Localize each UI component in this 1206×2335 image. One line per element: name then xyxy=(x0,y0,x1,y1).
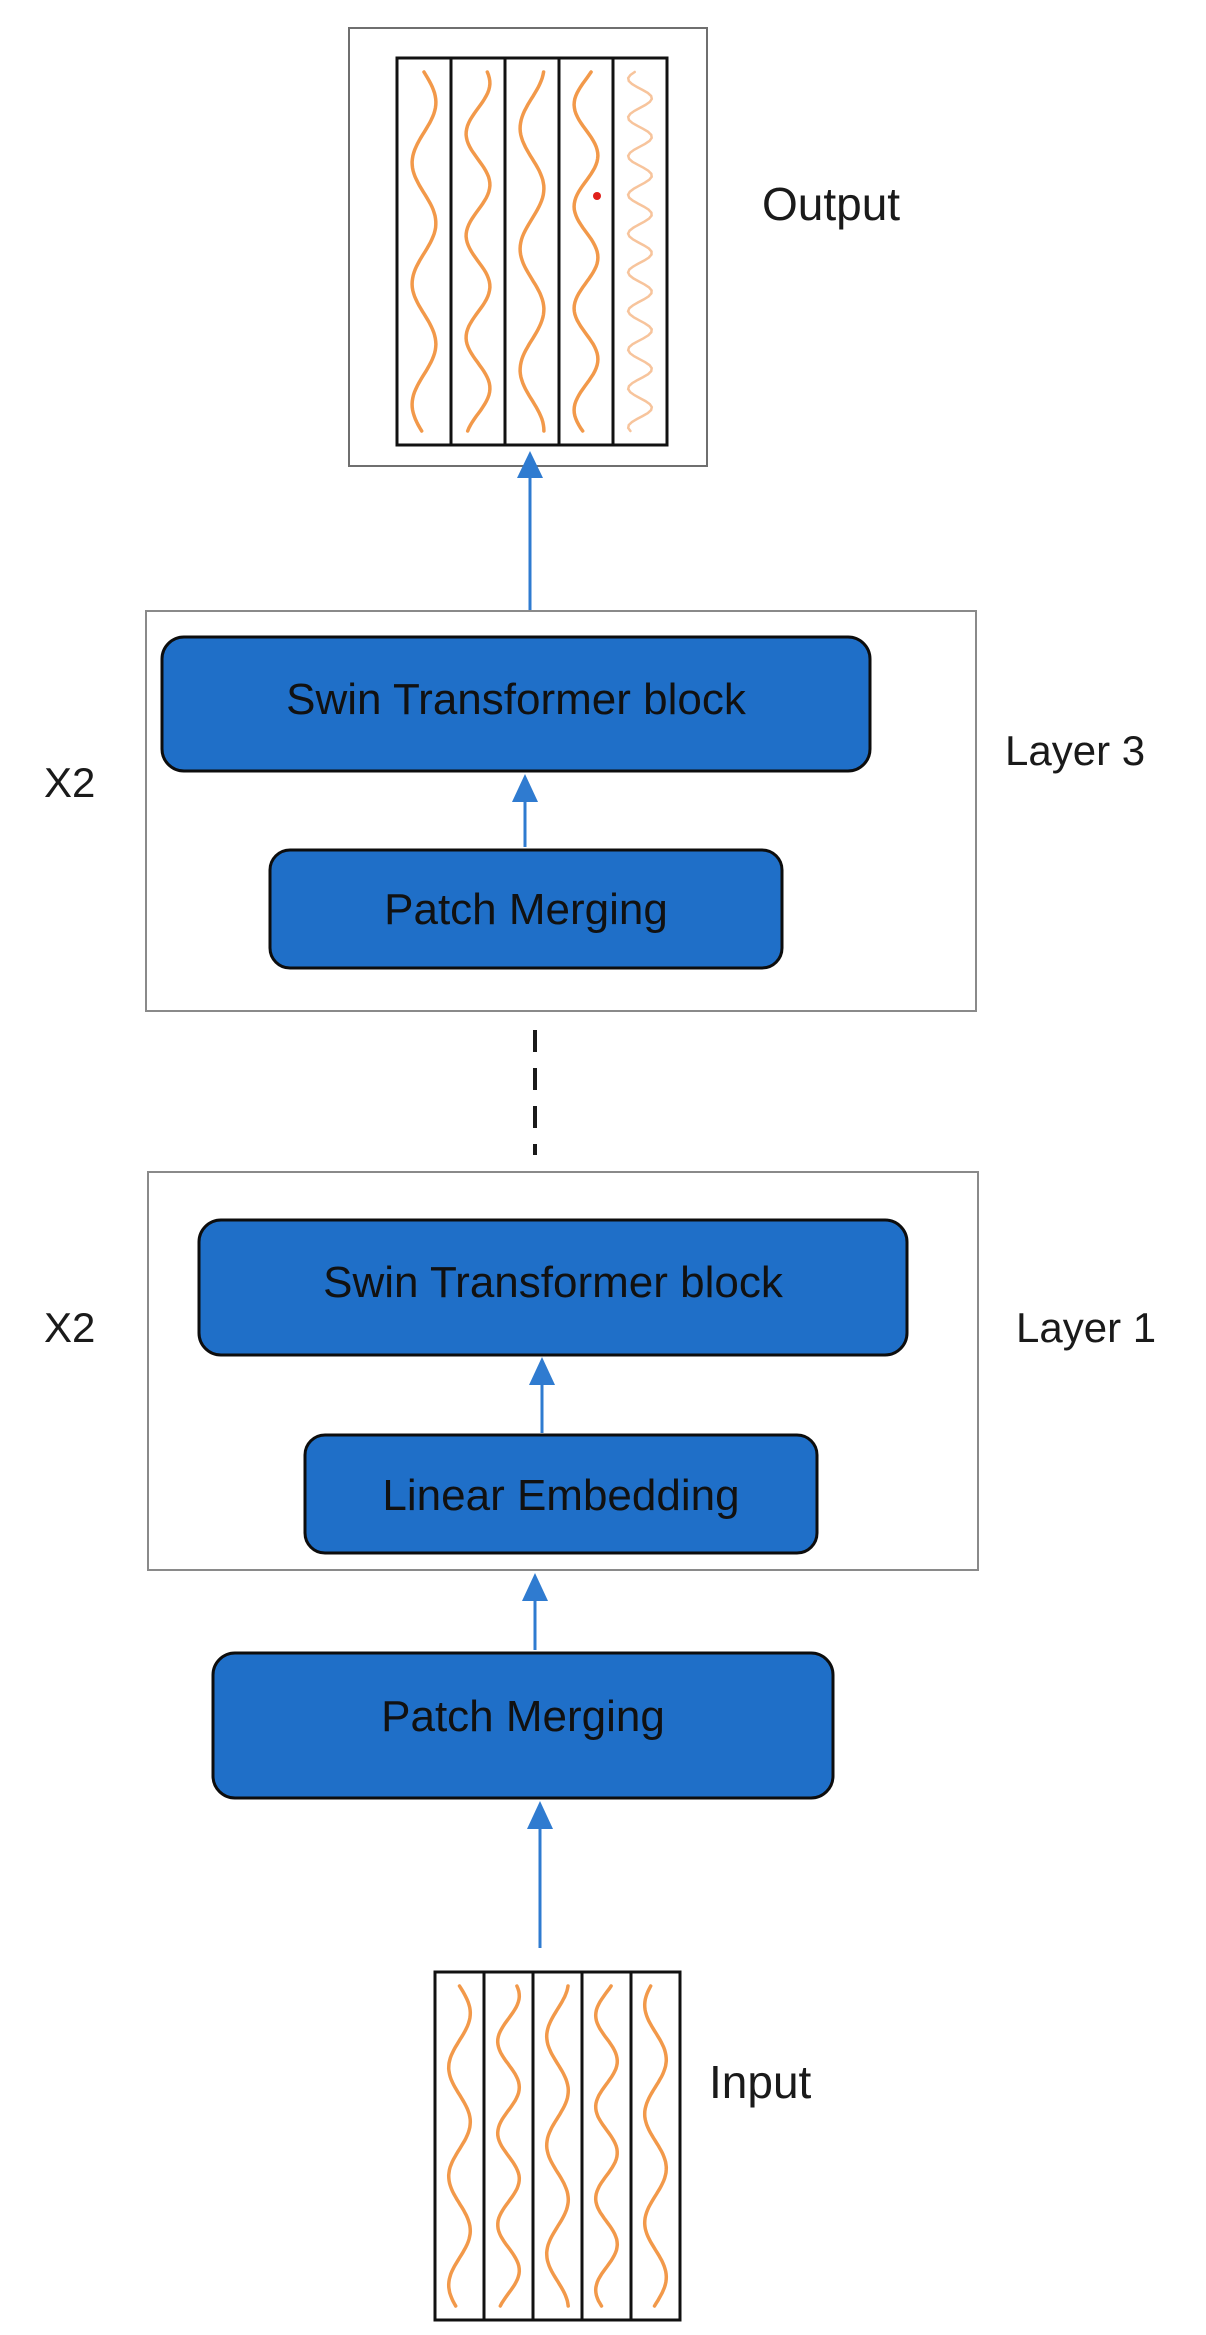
layer1-repeat-label: X2 xyxy=(44,1304,95,1351)
layer1-linear-embedding-label: Linear Embedding xyxy=(382,1471,739,1520)
output-strip-3 xyxy=(503,56,561,447)
patch-merging-block xyxy=(211,1651,835,1800)
output-signal-wave-5 xyxy=(626,70,654,433)
input-signal-wave-5 xyxy=(642,1984,669,2308)
layer3-repeat-label: X2 xyxy=(44,759,95,806)
output-strip-4 xyxy=(557,56,615,447)
output-image xyxy=(348,27,708,467)
input-label: Input xyxy=(709,2056,812,2108)
output-strip-2 xyxy=(449,56,507,447)
output-signal-strips xyxy=(395,56,669,447)
output-label: Output xyxy=(762,178,900,230)
input-signal-wave-3 xyxy=(544,1984,571,2308)
layer3-swin-block xyxy=(160,635,872,773)
input-signal-wave-4 xyxy=(593,1984,620,2308)
input-strip-4 xyxy=(580,1970,633,2322)
layer1-linear-embedding-block xyxy=(303,1433,819,1555)
arrowhead-layer1 xyxy=(522,1573,548,1601)
input-signal-strips xyxy=(433,1970,682,2322)
input-strip-3 xyxy=(531,1970,584,2322)
arrowhead-layer3-internal xyxy=(512,774,538,802)
input-strip-2 xyxy=(482,1970,535,2322)
input-strip-5 xyxy=(629,1970,682,2322)
output-marker-dot xyxy=(593,192,601,200)
layer1-label: Layer 1 xyxy=(1016,1304,1156,1351)
layer3-swin-block-label: Swin Transformer block xyxy=(286,675,747,724)
input-signal-wave-1 xyxy=(446,1984,473,2308)
layer3-label: Layer 3 xyxy=(1005,727,1145,774)
output-signal-wave-2 xyxy=(464,70,492,433)
output-signal-wave-4 xyxy=(572,70,600,433)
patch-merging-label: Patch Merging xyxy=(381,1692,665,1741)
layer3-patch-merging-label: Patch Merging xyxy=(384,885,668,934)
output-signal-wave-3 xyxy=(518,70,546,433)
output-strip-5 xyxy=(611,56,669,447)
layer1-swin-block xyxy=(197,1218,909,1357)
layer1-swin-block-label: Swin Transformer block xyxy=(323,1258,784,1307)
arrowhead-output xyxy=(517,451,543,478)
output-signal-wave-1 xyxy=(410,70,438,433)
arrowhead-layer1-internal xyxy=(529,1357,555,1385)
layer3-patch-merging-block xyxy=(268,848,784,970)
arrowhead-patch-merging xyxy=(527,1801,553,1829)
input-signal-wave-2 xyxy=(495,1984,522,2308)
